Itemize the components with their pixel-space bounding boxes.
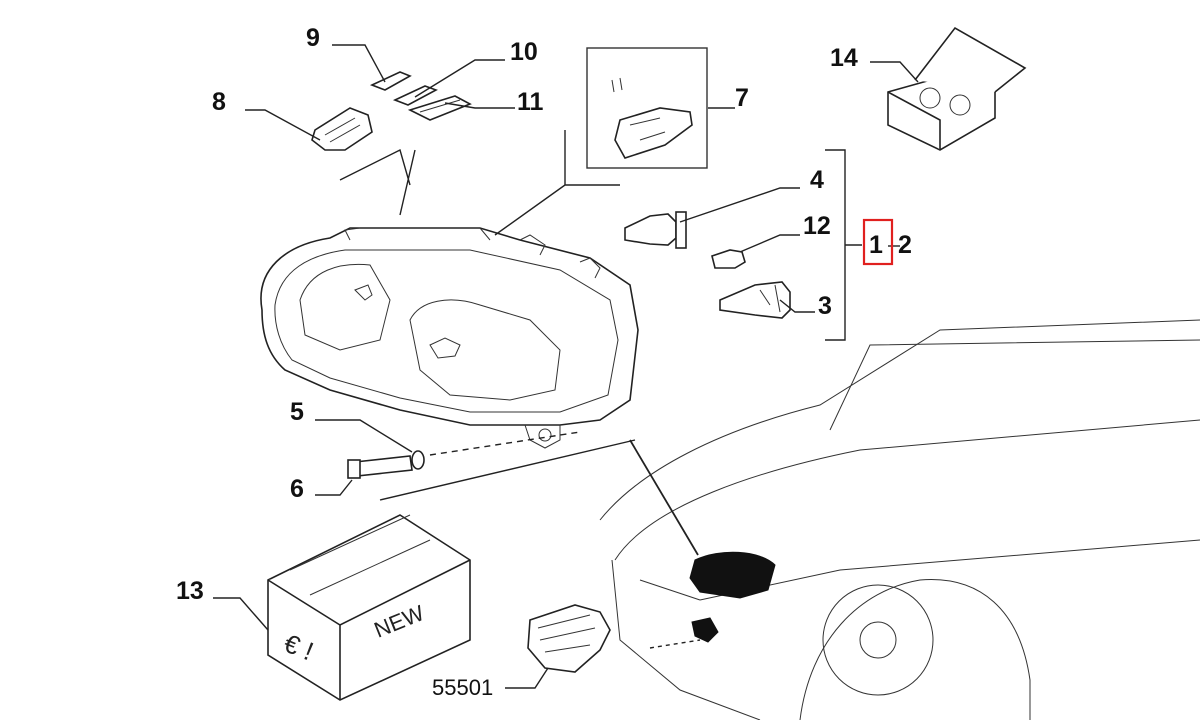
connector-8[interactable] bbox=[311, 107, 373, 151]
washer-5[interactable] bbox=[411, 450, 425, 470]
callout-9: 9 bbox=[306, 24, 320, 52]
callout-2: 2 bbox=[898, 231, 912, 259]
headlamp-assembly[interactable] bbox=[260, 227, 639, 449]
bulb-12[interactable] bbox=[711, 249, 746, 269]
bulb-kit-box-14[interactable] bbox=[887, 26, 1027, 151]
callout-5: 5 bbox=[290, 398, 304, 426]
fog-lamp-55501[interactable] bbox=[527, 604, 611, 673]
callout-6: 6 bbox=[290, 475, 304, 503]
callout-10: 10 bbox=[510, 38, 538, 66]
terminal-9[interactable] bbox=[369, 71, 412, 91]
highlight-box bbox=[862, 218, 894, 266]
callout-8: 8 bbox=[212, 88, 226, 116]
screw-6[interactable] bbox=[347, 455, 413, 479]
car-silhouette bbox=[599, 319, 1200, 720]
callout-14: 14 bbox=[830, 44, 858, 72]
callout-11: 11 bbox=[517, 88, 544, 116]
adjuster-kit-box-7[interactable] bbox=[586, 47, 708, 169]
bulb-4[interactable] bbox=[624, 211, 687, 249]
callout-13: 13 bbox=[176, 577, 204, 605]
callout-1: 1 bbox=[869, 231, 883, 259]
callout-12: 12 bbox=[803, 212, 831, 240]
callout-7: 7 bbox=[735, 84, 749, 112]
callout-3: 3 bbox=[818, 292, 832, 320]
callout-4: 4 bbox=[810, 166, 824, 194]
crate-13[interactable] bbox=[267, 514, 471, 701]
terminal-10[interactable] bbox=[392, 85, 438, 106]
part-number-label: 55501 bbox=[432, 675, 493, 700]
bulb-3[interactable] bbox=[719, 281, 791, 319]
seal-11[interactable] bbox=[407, 95, 472, 121]
